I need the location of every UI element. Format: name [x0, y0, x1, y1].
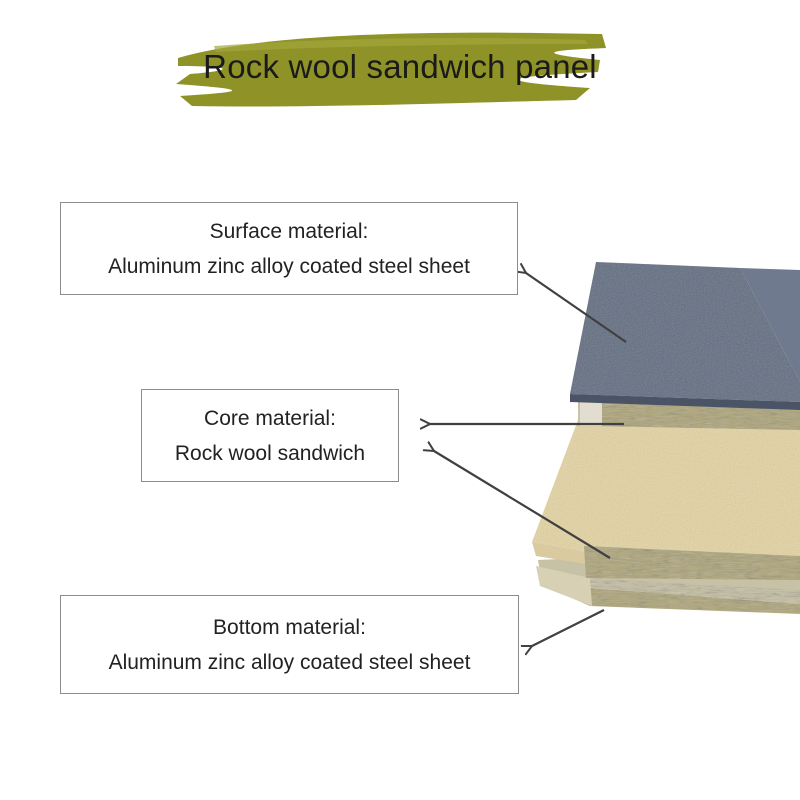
title-brush-stroke	[176, 32, 606, 107]
surface-arrow	[526, 273, 627, 343]
bottom-material-text: Aluminum zinc alloy coated steel sheet	[108, 650, 471, 674]
surface-material-text: Aluminum zinc alloy coated steel sheet	[108, 254, 470, 278]
bottom-material-label: Bottom material: Aluminum zinc alloy coa…	[60, 595, 519, 694]
sandwich-panel-illustration	[532, 262, 800, 614]
surface-material-label: Surface material: Aluminum zinc alloy co…	[60, 202, 518, 295]
middle-panel	[532, 420, 800, 580]
core-material-label: Core material: Rock wool sandwich	[141, 389, 399, 482]
page-title: Rock wool sandwich panel	[203, 48, 597, 85]
arrows	[430, 273, 627, 646]
bottom-arrow	[532, 609, 605, 646]
surface-material-heading: Surface material:	[209, 219, 369, 243]
middle-arrow	[434, 451, 611, 559]
core-material-text: Rock wool sandwich	[174, 441, 366, 465]
bottom-material-heading: Bottom material:	[213, 615, 366, 639]
core-material-heading: Core material:	[204, 406, 336, 430]
top-panel	[570, 262, 800, 410]
